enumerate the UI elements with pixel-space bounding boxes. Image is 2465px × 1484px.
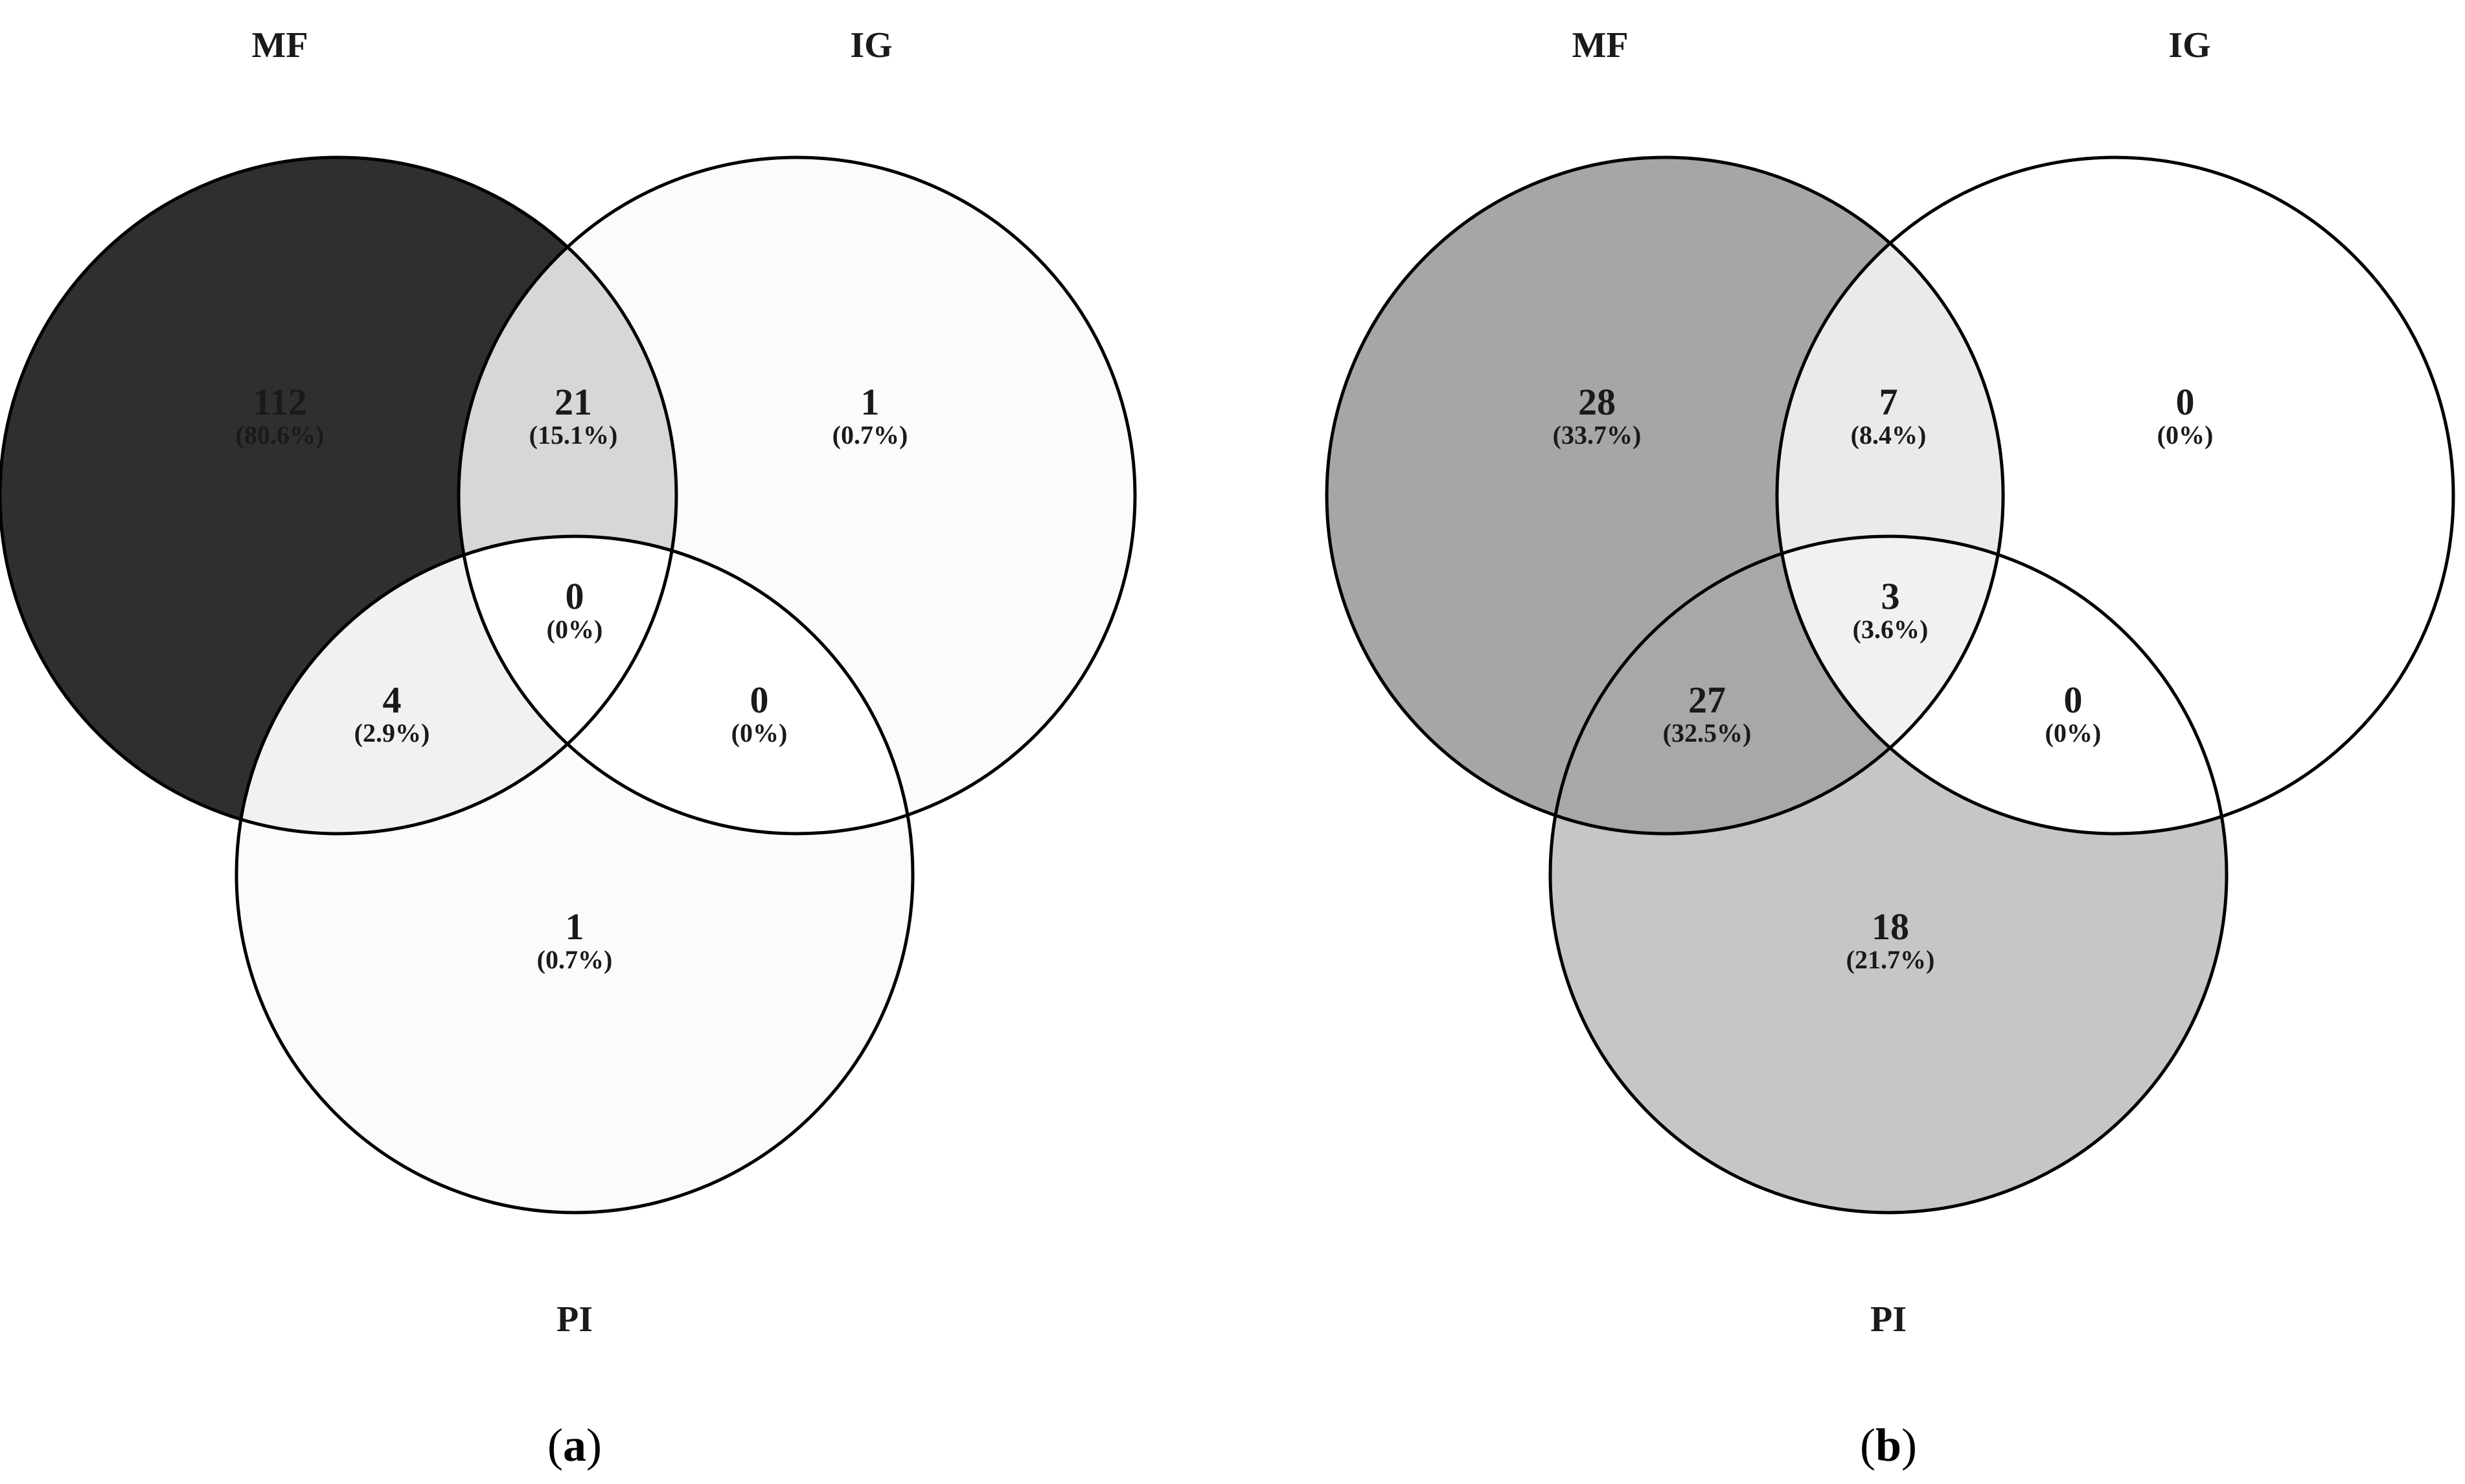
region-ig-pi: [459, 536, 913, 834]
count-mf-pi: 4: [383, 679, 402, 721]
venn-panel-b: MF IG PI 28 (33.7%) 7 (8.4%) 0 (0%) 3 (3…: [1325, 25, 2455, 1471]
circle-mf-outline: [1325, 155, 2005, 836]
percent-ig-only: (0.7%): [832, 420, 908, 450]
circle-mf-outline: [0, 155, 678, 836]
percent-ig-only: (0%): [2157, 420, 2214, 450]
percent-ig-pi: (0%): [2045, 718, 2102, 748]
count-mf-ig-pi: 0: [566, 575, 584, 617]
region-mf-pi: [236, 536, 676, 834]
percent-ig-pi: (0%): [731, 718, 788, 748]
circle-pi-outline: [1548, 534, 2229, 1215]
panel-label-b: (b): [1860, 1419, 1917, 1471]
set-label-mf: MF: [1572, 25, 1628, 65]
count-pi-only: 18: [1872, 906, 1909, 948]
percent-mf-ig: (8.4%): [1851, 420, 1927, 450]
set-label-pi: PI: [556, 1299, 593, 1340]
count-mf-only: 28: [1578, 381, 1616, 423]
count-mf-only: 112: [253, 381, 307, 423]
percent-mf-ig: (15.1%): [529, 420, 618, 450]
count-ig-pi: 0: [2064, 679, 2083, 721]
count-ig-only: 1: [861, 381, 880, 423]
percent-pi-only: (21.7%): [1846, 945, 1935, 974]
percent-mf-only: (80.6%): [236, 420, 325, 450]
panel-label-a: (a): [547, 1419, 602, 1471]
set-label-ig: IG: [2168, 25, 2210, 65]
venn-panel-a: MF IG PI 112 (80.6%) 21 (15.1%) 1 (0.7%)…: [0, 25, 1137, 1471]
percent-mf-ig-pi: (0%): [547, 615, 603, 644]
circle-pi-outline: [235, 534, 915, 1215]
set-label-ig: IG: [850, 25, 892, 65]
region-ig-pi: [1777, 536, 2227, 834]
count-mf-pi: 27: [1688, 679, 1726, 721]
percent-mf-only: (33.7%): [1553, 420, 1642, 450]
count-ig-only: 0: [2176, 381, 2195, 423]
count-mf-ig-pi: 3: [1881, 575, 1900, 617]
percent-mf-pi: (2.9%): [354, 718, 430, 748]
count-mf-ig: 21: [555, 381, 592, 423]
percent-pi-only: (0.7%): [537, 945, 613, 974]
circle-ig-outline: [1775, 155, 2455, 836]
circle-ig-outline: [457, 155, 1137, 836]
percent-mf-ig-pi: (3.6%): [1853, 615, 1929, 644]
set-label-pi: PI: [1870, 1299, 1907, 1340]
count-ig-pi: 0: [750, 679, 769, 721]
percent-mf-pi: (32.5%): [1663, 718, 1752, 748]
count-pi-only: 1: [566, 906, 584, 948]
set-label-mf: MF: [251, 25, 308, 65]
count-mf-ig: 7: [1879, 381, 1898, 423]
region-mf-pi: [1550, 536, 2003, 834]
